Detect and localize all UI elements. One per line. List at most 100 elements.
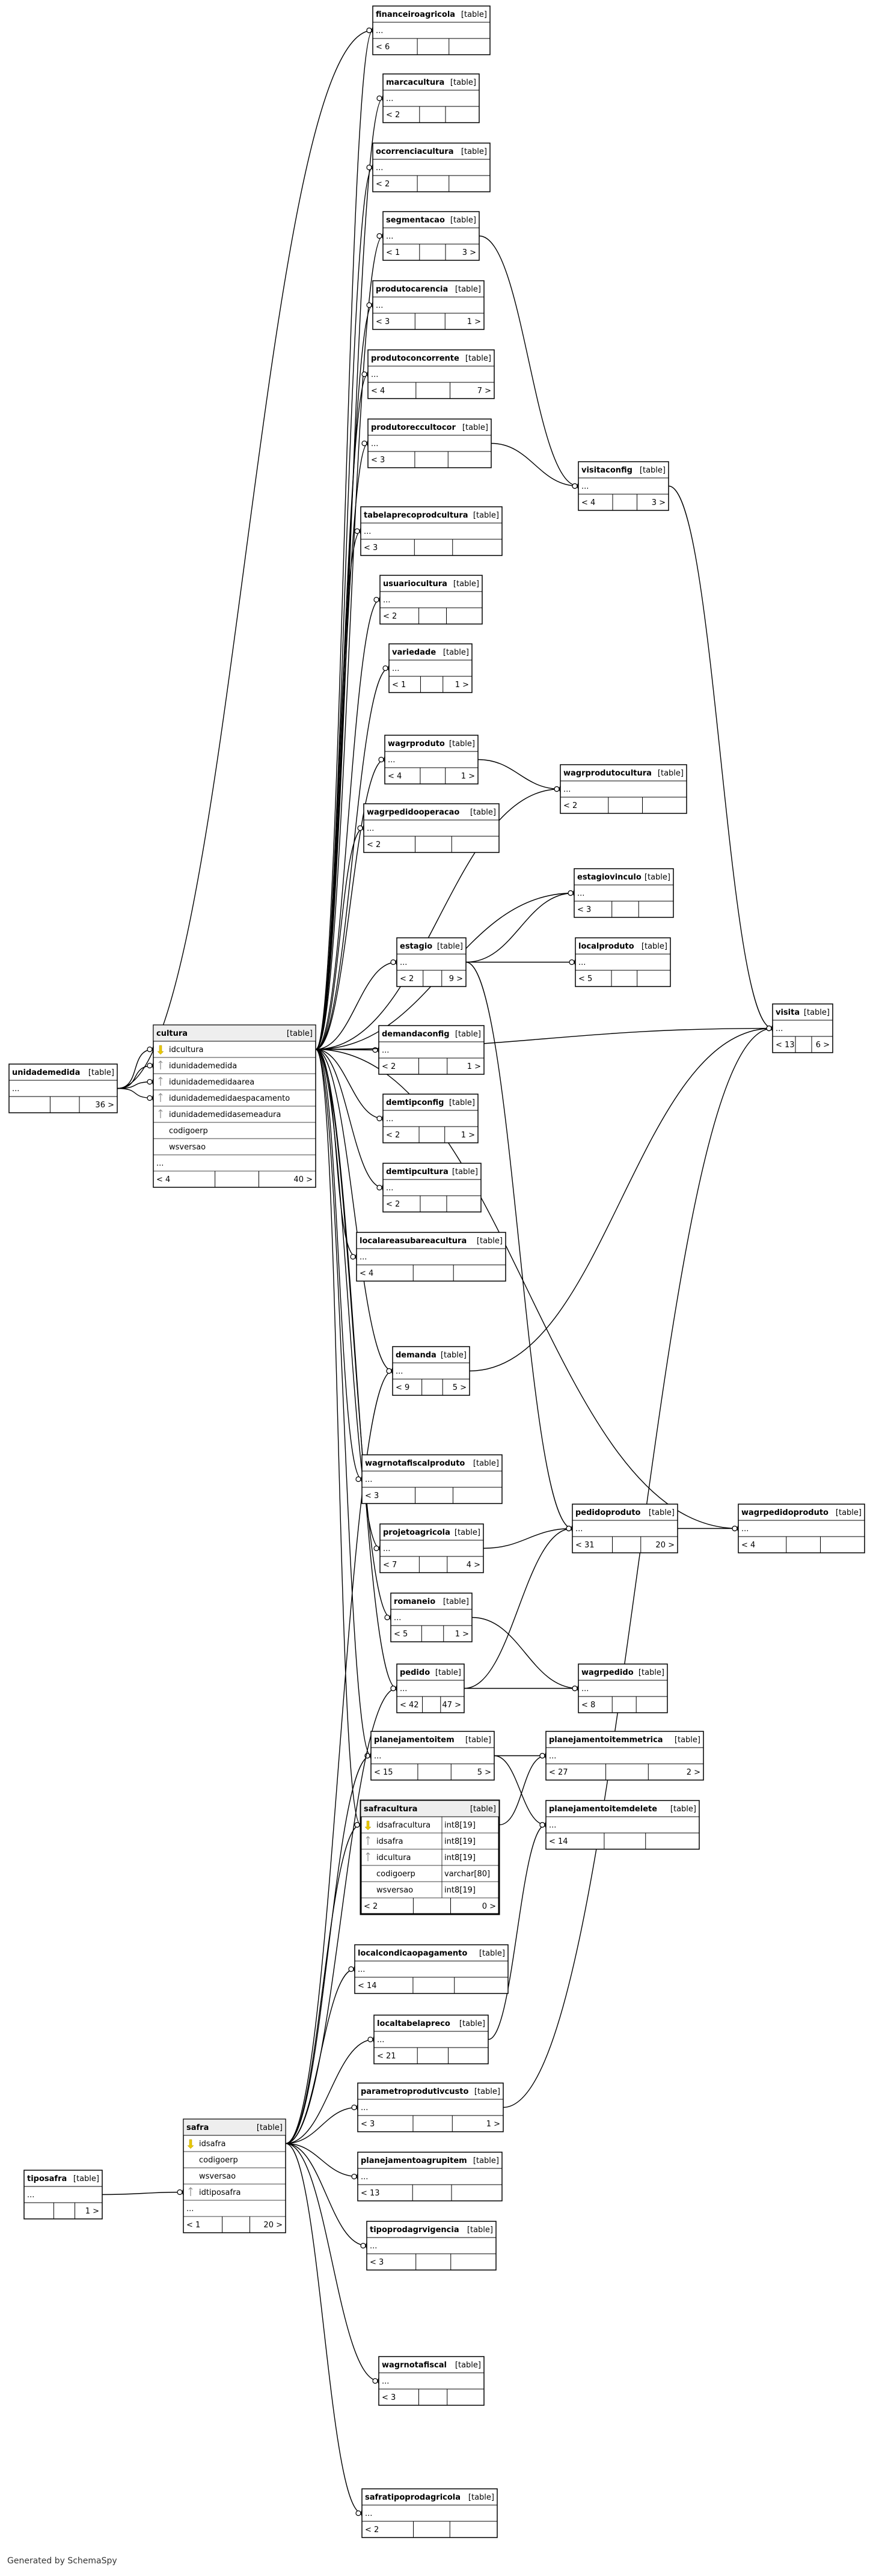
parent-count: < 14 xyxy=(358,1981,377,1990)
table-tabelaprecoprodcultura[interactable]: tabelaprecoprodcultura[table]...< 3 xyxy=(360,506,503,556)
more-columns-ellipsis: ... xyxy=(367,824,374,833)
table-safratipoprodagricola[interactable]: safratipoprodagricola[table]...< 2 xyxy=(361,2488,498,2538)
relation-endpoint-marker xyxy=(361,371,367,378)
more-columns-ellipsis: ... xyxy=(386,232,393,241)
relation-endpoint-marker xyxy=(361,440,367,447)
table-type-tag: [table] xyxy=(479,1949,505,1958)
table-wagrprodutocultura[interactable]: wagrprodutocultura[table]...< 2 xyxy=(560,764,687,814)
relation-endpoint-marker xyxy=(568,890,574,896)
table-wagrnotafiscal[interactable]: wagrnotafiscal[table]...< 3 xyxy=(378,2356,485,2406)
relation-endpoint-marker xyxy=(732,1525,738,1532)
table-localareasubareacultura[interactable]: localareasubareacultura[table]...< 4 xyxy=(356,1232,506,1282)
more-columns-ellipsis: ... xyxy=(374,1752,381,1761)
table-financeiroagricola[interactable]: financeiroagricola[table]...< 6 xyxy=(372,5,491,55)
more-columns-ellipsis: ... xyxy=(361,2103,368,2113)
table-localtabelapreco[interactable]: localtabelapreco[table]...< 21 xyxy=(373,2015,489,2064)
column-type: varchar[80] xyxy=(444,1870,490,1879)
table-estagiovinculo[interactable]: estagiovinculo[table]...< 3 xyxy=(574,868,674,918)
primary-key-icon xyxy=(187,2139,194,2149)
table-marcacultura[interactable]: marcacultura[table]...< 2 xyxy=(382,73,480,123)
table-wagrpedidooperacao[interactable]: wagrpedidooperacao[table]...< 2 xyxy=(363,803,500,853)
more-columns-ellipsis: ... xyxy=(383,1544,390,1553)
table-demtipcultura[interactable]: demtipcultura[table]...< 2 xyxy=(382,1163,482,1213)
parent-count: < 2 xyxy=(386,1131,400,1140)
table-unidademedida[interactable]: unidademedida[table]...36 > xyxy=(8,1063,118,1113)
relation-cultura-wagrproduto xyxy=(315,759,385,1050)
table-ocorrenciacultura[interactable]: ocorrenciacultura[table]...< 2 xyxy=(372,142,491,192)
child-count: 1 > xyxy=(461,772,475,781)
table-produtoreccultocor[interactable]: produtoreccultocor[table]...< 3 xyxy=(367,418,492,468)
table-frame xyxy=(363,803,500,853)
table-localproduto[interactable]: localproduto[table]...< 5 xyxy=(575,937,671,987)
child-count: 9 > xyxy=(449,974,463,984)
table-type-tag: [table] xyxy=(459,2019,485,2028)
table-frame xyxy=(390,1592,473,1642)
table-localcondicaopagamento[interactable]: localcondicaopagamento[table]...< 14 xyxy=(354,1944,509,1994)
column-name: idsafracultura xyxy=(376,1821,430,1830)
relation-safra-tipoprodagrvigencia xyxy=(285,2143,367,2247)
table-tipoprodagrvigencia[interactable]: tipoprodagrvigencia[table]...< 3 xyxy=(366,2221,497,2271)
table-wagrpedido[interactable]: wagrpedido[table]...< 8 xyxy=(578,1663,668,1713)
primary-key-icon xyxy=(157,1045,164,1055)
relation-endpoint-marker xyxy=(566,1525,572,1532)
table-name: visita xyxy=(776,1008,800,1017)
table-tiposafra[interactable]: tiposafra[table]...1 > xyxy=(23,2170,103,2220)
column-name: wsversao xyxy=(199,2172,236,2181)
table-wagrpedidoproduto[interactable]: wagrpedidoproduto[table]...< 4 xyxy=(738,1504,865,1553)
more-columns-ellipsis: ... xyxy=(364,527,371,536)
table-planejamentoitemdelete[interactable]: planejamentoitemdelete[table]...< 14 xyxy=(545,1800,700,1850)
table-safra[interactable]: safra[table]idsafracodigoerpwsversaoidti… xyxy=(183,2119,286,2233)
relation-endpoint-marker xyxy=(766,1025,772,1032)
column-name: idunidademedidaespacamento xyxy=(169,1094,290,1103)
table-name: planejamentoitemmetrica xyxy=(549,1736,663,1745)
parent-count: < 3 xyxy=(364,543,378,552)
table-frame xyxy=(382,1163,482,1213)
table-frame xyxy=(372,5,491,55)
table-frame xyxy=(578,461,669,511)
table-frame xyxy=(360,1799,500,1915)
relation-cultura-wagrnotafiscalproduto xyxy=(315,1048,363,1480)
more-columns-ellipsis: ... xyxy=(186,2204,194,2213)
parent-count: < 4 xyxy=(371,387,385,396)
table-usuariocultura[interactable]: usuariocultura[table]...< 2 xyxy=(379,575,483,625)
table-planejamentoagrupitem[interactable]: planejamentoagrupitem[table]...< 13 xyxy=(357,2152,503,2201)
table-frame xyxy=(578,1663,668,1713)
relation-cultura-ocorrenciacultura xyxy=(315,167,373,1050)
more-columns-ellipsis: ... xyxy=(371,370,378,379)
parent-count: < 13 xyxy=(776,1041,795,1050)
table-type-tag: [table] xyxy=(443,1597,469,1606)
table-frame xyxy=(373,2015,489,2064)
relation-safra-pedido xyxy=(285,1687,397,2144)
table-name: planejamentoitem xyxy=(374,1736,455,1745)
parent-count: < 4 xyxy=(581,498,595,507)
table-wagrnotafiscalproduto[interactable]: wagrnotafiscalproduto[table]...< 3 xyxy=(361,1454,503,1504)
child-count: 4 > xyxy=(467,1561,480,1570)
table-cultura[interactable]: cultura[table]idculturaidunidademedidaid… xyxy=(153,1024,316,1188)
parent-count: < 42 xyxy=(400,1701,419,1710)
foreign-key-icon xyxy=(158,1060,163,1069)
table-type-tag: [table] xyxy=(675,1736,700,1745)
table-type-tag: [table] xyxy=(474,2087,500,2096)
table-name: estagiovinculo xyxy=(577,873,642,882)
table-type-tag: [table] xyxy=(461,10,487,19)
more-columns-ellipsis: ... xyxy=(376,301,383,310)
